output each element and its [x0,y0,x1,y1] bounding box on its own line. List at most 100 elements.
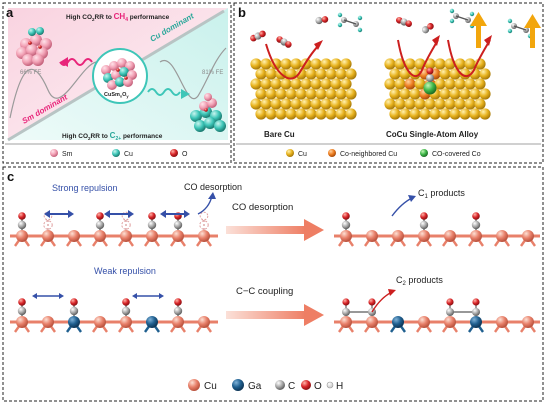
slab-atom [340,98,352,110]
legend-b-coneighbor-swatch [328,149,336,157]
gradient-arrow-icon [226,219,324,241]
slab-atom [479,68,491,80]
cu-atom [120,230,132,242]
slab-atom [439,68,451,80]
slab-atom [295,108,307,120]
legend-c-c-label: C [288,381,295,392]
slab-atom [414,78,426,90]
ga-atom [68,316,80,328]
wavy-arrow-head-icon [60,57,68,67]
slab-atom [464,98,476,110]
panel-c-border [2,166,544,402]
slab-atom [454,78,466,90]
ga-atom [470,316,482,328]
slab-atom [335,108,347,120]
slab-atom [250,98,262,110]
legend-o-label: O [182,151,188,158]
co-covered-co-atom [423,81,437,95]
cocu-label: CoCu Single-Atom Alloy [386,130,479,139]
slab-atom [285,68,297,80]
cu-atom [366,230,378,242]
cu-atom [198,230,210,242]
oxygen-atom [472,212,480,220]
slab-atom [449,108,461,120]
ga-atom [392,316,404,328]
curved-arrow-icon [391,197,413,217]
cu-atom [120,316,132,328]
carbon-atom [419,220,429,230]
slab-atom [335,88,347,100]
adsorbed-oxygen-atom [426,67,434,75]
panel-b-letter: b [238,5,246,20]
slab-atom [419,108,431,120]
slab-atom [255,88,267,100]
cu-atom [68,230,80,242]
slab-atom [265,88,277,100]
slab-atom [469,108,481,120]
legend-cu-label: Cu [124,151,133,158]
slab-atom [265,68,277,80]
cu-atom [340,230,352,242]
slab-atom [280,58,292,70]
slab-atom [474,78,486,90]
cu-atom [198,316,210,328]
slab-atom [459,108,471,120]
carbon-atom [43,220,53,230]
slab-atom [399,108,411,120]
slab-atom [389,88,401,100]
oxygen-atom [96,212,104,220]
slab-atom [424,98,436,110]
cu-atom [146,230,158,242]
curved-arrow-head-icon [432,35,440,46]
carbon-atom [471,220,481,230]
up-arrow-icon [470,12,487,48]
slab-atom [320,78,332,90]
slab-atom [315,88,327,100]
curved-arrow-head-icon [484,35,492,46]
wavy-arrow-icon [147,88,181,96]
oxygen-atom [122,298,130,306]
oxygen-atom [148,212,156,220]
slab-atom [389,68,401,80]
cu-atom [444,316,456,328]
slab-atom [434,78,446,90]
cu-atom [94,316,106,328]
c2-product-molecule-icon [337,12,363,33]
legend-sm-swatch [50,149,58,157]
slab-atom [469,88,481,100]
slab-atom [479,108,491,120]
arrow2-label: C−C coupling [236,286,293,297]
slab-atom [409,68,421,80]
legend-c-c-swatch [275,380,285,390]
bidirectional-arrow-icon [132,293,164,299]
cu-atom [470,230,482,242]
c2-product-molecule-icon [449,8,475,29]
slab-atom [325,68,337,80]
cu-atom [366,316,378,328]
oxygen-atom [368,298,376,306]
slab-atom [275,108,287,120]
slab-atom [444,78,456,90]
carbon-atom [121,306,131,316]
slab-atom [439,108,451,120]
slab-atom [315,68,327,80]
slab-atom [335,68,347,80]
oxygen-atom [70,298,78,306]
oxygen-atom [18,298,26,306]
slab-atom [305,108,317,120]
slab-atom [454,98,466,110]
slab-atom [345,108,357,120]
up-arrow-icon [524,14,541,48]
cu-atom [16,316,28,328]
slab-atom [250,58,262,70]
cu-rich-cluster-icon [190,93,226,132]
slab-atom [340,78,352,90]
slab-atom [305,88,317,100]
weak-repulsion-label: Weak repulsion [94,266,156,276]
legend-c-h-label: H [336,381,343,392]
curved-arrow-head-icon [388,289,396,296]
gradient-arrow-icon [226,304,324,326]
cu-atom [94,230,106,242]
carbon-atom [199,220,209,230]
legend-b-coneighbor-label: Co-neighbored Cu [340,151,397,158]
